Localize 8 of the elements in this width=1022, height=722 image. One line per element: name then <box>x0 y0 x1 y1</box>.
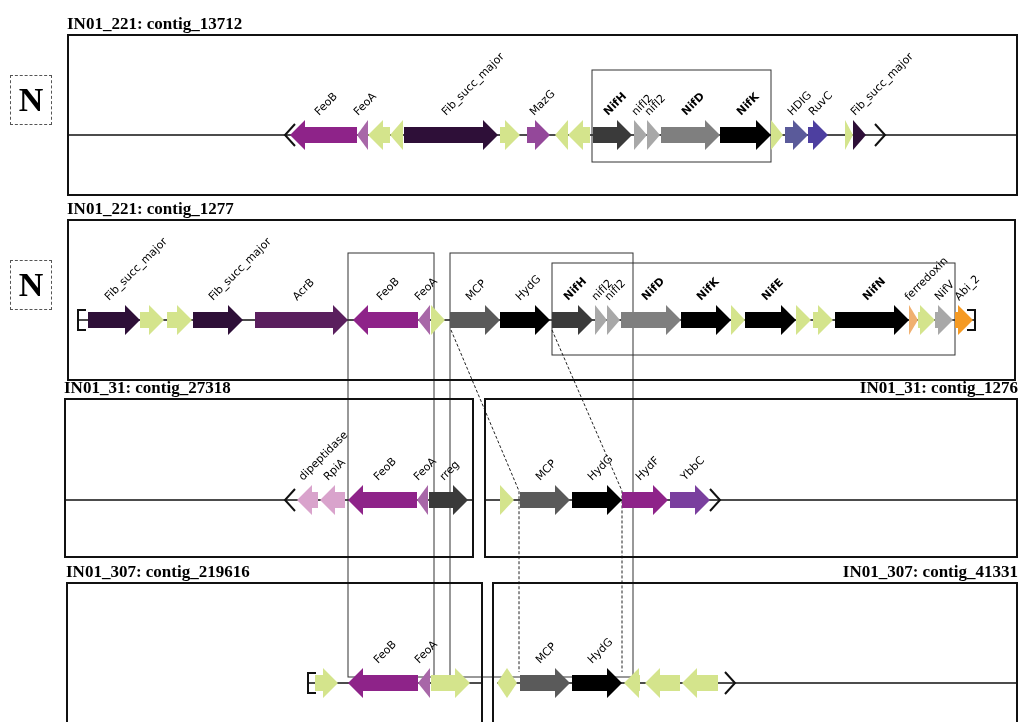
contig-heading: IN01_221: contig_13712 <box>67 14 243 34</box>
contig-heading: IN01_221: contig_1277 <box>67 199 234 219</box>
contig-heading: IN01_307: contig_219616 <box>66 562 250 582</box>
dashed-label-box: N <box>10 260 52 310</box>
dashed-label-box: N <box>10 75 52 125</box>
contig-heading: IN01_307: contig_41331 <box>842 562 1018 582</box>
contig-heading: IN01_31: contig_1276 <box>859 378 1018 398</box>
contig-heading: IN01_31: contig_27318 <box>64 378 231 398</box>
